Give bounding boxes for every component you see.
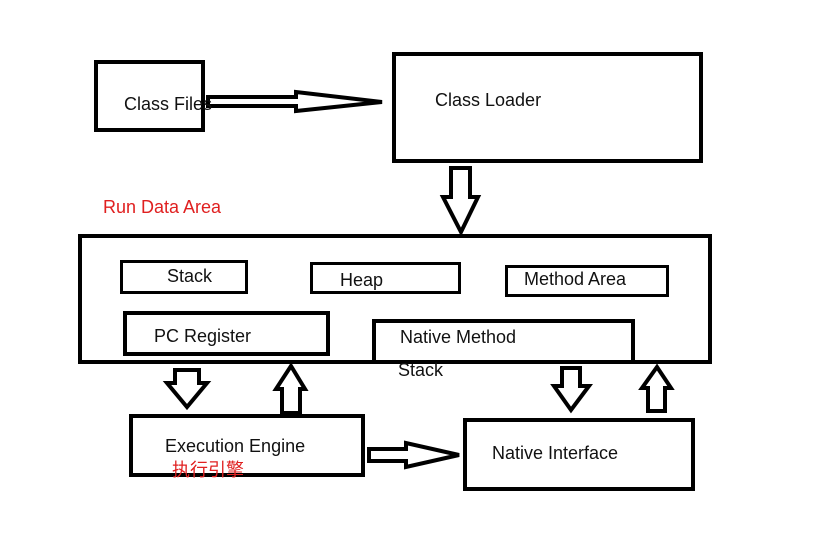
arrow-native-interface-to-runtime bbox=[638, 363, 675, 413]
stack-box bbox=[120, 260, 248, 294]
arrow-engine-to-native-interface bbox=[367, 440, 460, 470]
execution-engine-box bbox=[129, 414, 365, 477]
arrow-classfiles-to-loader bbox=[206, 89, 383, 114]
pc-register-box bbox=[123, 311, 330, 356]
class-files-label: Class Files bbox=[124, 94, 213, 114]
class-files-box bbox=[94, 60, 205, 132]
stack-label: Stack bbox=[167, 266, 213, 286]
arrow-runtime-to-engine bbox=[162, 368, 212, 411]
native-method-stack-box bbox=[372, 319, 635, 360]
method-area-box bbox=[505, 265, 669, 297]
heap-box bbox=[310, 262, 461, 294]
execution-engine-cn-label: 执行引擎 bbox=[172, 460, 244, 480]
class-loader-label: Class Loader bbox=[435, 90, 542, 110]
arrow-loader-to-runtime bbox=[439, 166, 482, 237]
pc-register-label: PC Register bbox=[154, 326, 252, 346]
class-loader-box bbox=[392, 52, 703, 163]
native-method-label-line1: Native Method bbox=[400, 327, 517, 347]
native-method-label-line2: Stack bbox=[398, 360, 444, 380]
execution-engine-label: Execution Engine bbox=[165, 436, 306, 456]
arrow-engine-to-runtime bbox=[272, 362, 309, 415]
method-area-label: Method Area bbox=[524, 269, 627, 289]
native-interface-label: Native Interface bbox=[492, 443, 619, 463]
run-data-area-label: Run Data Area bbox=[103, 197, 222, 217]
native-interface-box bbox=[463, 418, 695, 491]
arrow-runtime-to-native-interface bbox=[550, 366, 593, 414]
heap-label: Heap bbox=[340, 270, 384, 290]
